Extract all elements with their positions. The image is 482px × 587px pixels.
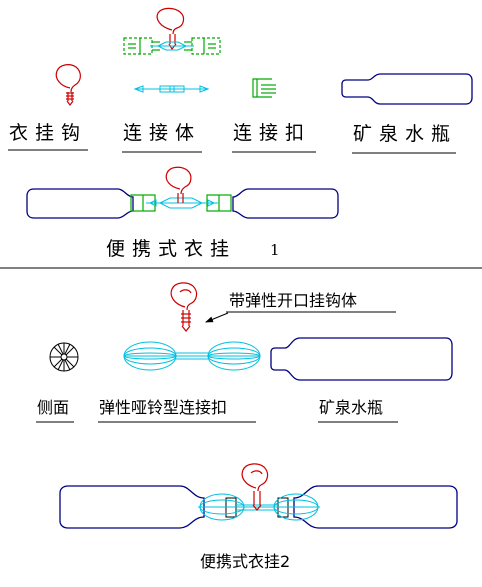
- bottle-icon: [341, 73, 473, 105]
- bottle-bottom-icon: [270, 337, 453, 381]
- connector-rod-icon: [133, 85, 210, 93]
- label-bottle-bottom: 矿泉水瓶: [319, 398, 384, 417]
- label-bottle: 矿泉水瓶: [353, 123, 458, 145]
- callout-arrow: [205, 311, 396, 323]
- elastic-hook-icon: [170, 282, 198, 332]
- connector-assembly-icon: [123, 7, 221, 55]
- label-hook: 衣挂钩: [9, 122, 88, 144]
- assembly-1-diagram: [26, 166, 339, 219]
- label-buckle: 连接扣: [233, 122, 312, 144]
- label-dumbbell-connector: 弹性哑铃型连接扣: [99, 398, 228, 417]
- assembly-2-title: 便携式衣挂2: [200, 552, 291, 571]
- assembly-1-number: 1: [270, 241, 280, 259]
- side-view-icon: [49, 342, 79, 372]
- label-side-view: 侧面: [37, 398, 70, 417]
- dumbbell-connector-icon: [123, 341, 261, 371]
- buckle-icon: [252, 78, 276, 98]
- elastic-hook-callout: 带弹性开口挂钩体: [229, 291, 358, 310]
- hook-icon: [55, 64, 81, 106]
- label-connector: 连接体: [123, 122, 202, 144]
- label-underlines: [8, 149, 456, 154]
- assembly-1-title: 便携式衣挂: [106, 238, 237, 260]
- assembly-2-diagram: [59, 463, 458, 529]
